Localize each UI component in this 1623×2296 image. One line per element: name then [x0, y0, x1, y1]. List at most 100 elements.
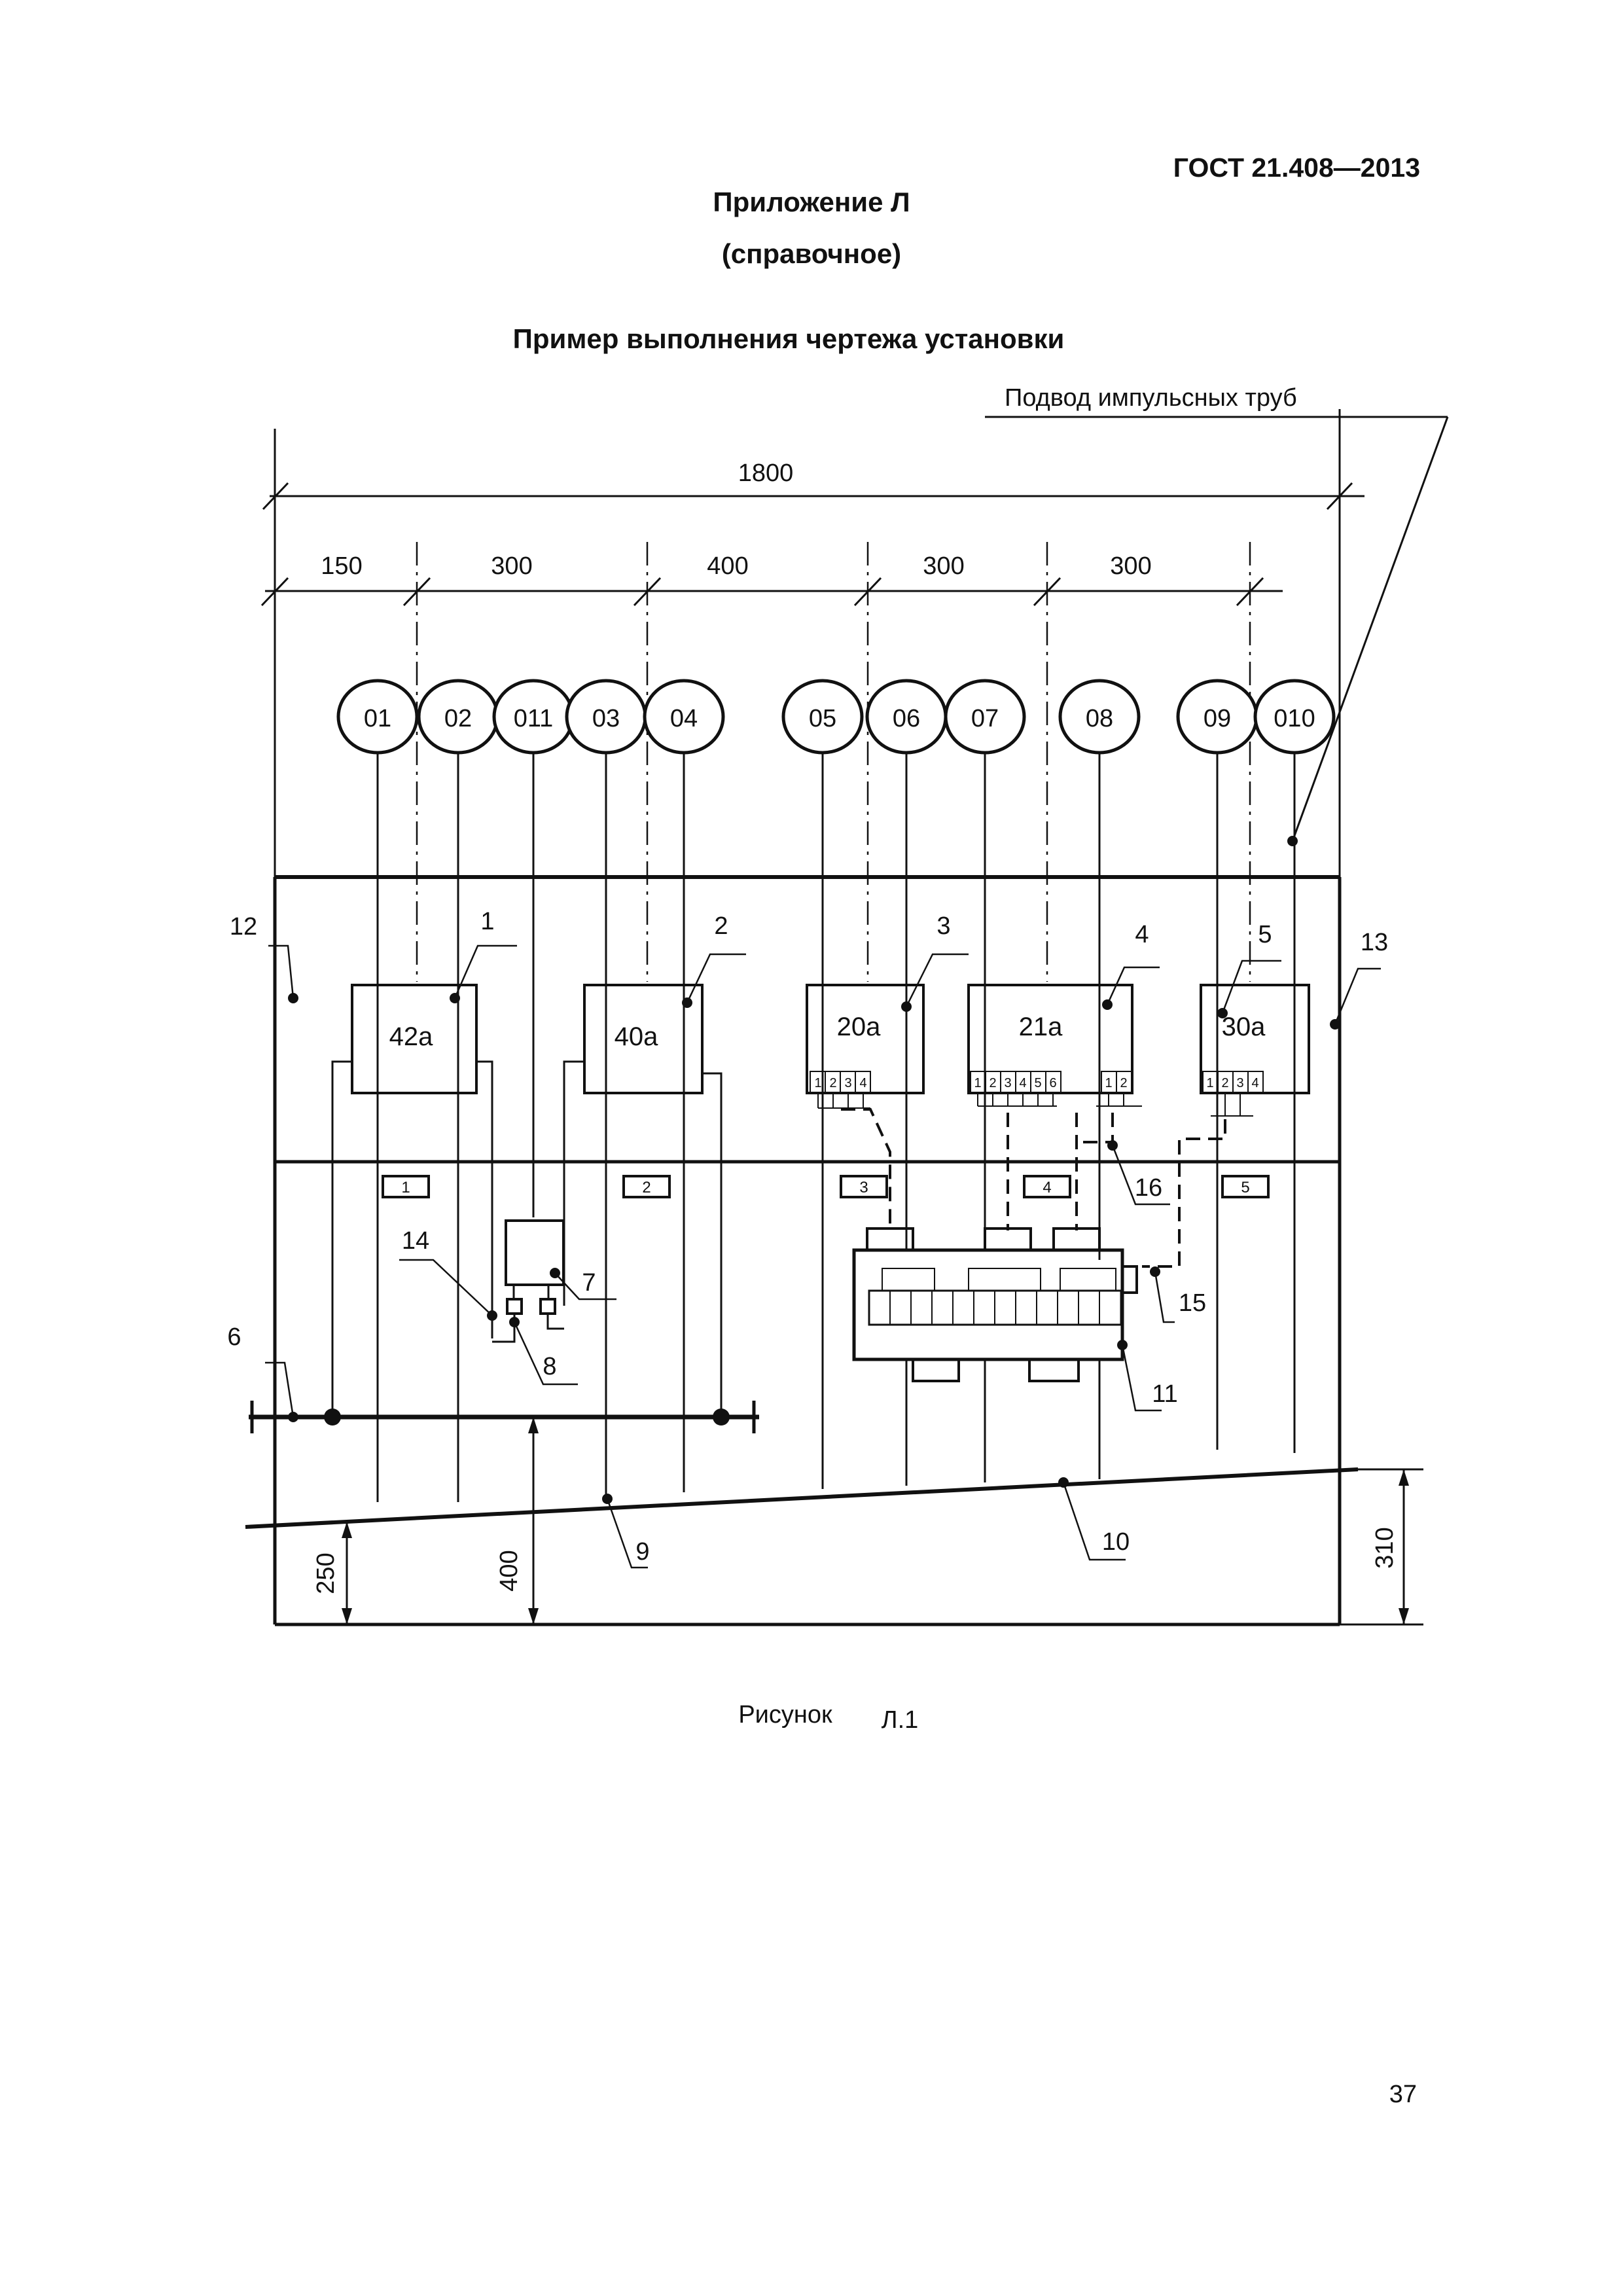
appendix-title: Приложение Л — [713, 187, 910, 217]
figure-caption-number: Л.1 — [882, 1706, 919, 1734]
callout-6: 6 — [227, 1323, 241, 1351]
impulse-tubes-note: Подвод импульсных труб — [1005, 384, 1297, 412]
pipe-tag-circles — [336, 679, 1336, 755]
terminal-number: 2 — [1120, 1076, 1127, 1090]
pipe-tag-07: 07 — [971, 705, 999, 732]
callout-13: 13 — [1361, 929, 1388, 956]
terminal-number: 1 — [974, 1076, 981, 1090]
callout-11: 11 — [1152, 1380, 1177, 1408]
ground-connections — [331, 1060, 722, 1417]
vertical-dimensions — [342, 1417, 1423, 1626]
callout-8: 8 — [543, 1353, 556, 1380]
terminal-wires — [817, 1092, 1253, 1117]
installation-drawing — [245, 409, 1449, 1626]
plate-1 — [382, 1175, 430, 1198]
center-lines — [416, 542, 1251, 982]
instrument-label-20a: 20a — [837, 1013, 881, 1041]
pipe-tag-09: 09 — [1204, 705, 1231, 732]
terminal-number: 5 — [1034, 1076, 1041, 1090]
instrument-box-40a — [583, 984, 704, 1094]
callout-1: 1 — [480, 908, 494, 935]
callout-7: 7 — [582, 1269, 596, 1297]
pipe-tag-08: 08 — [1086, 705, 1113, 732]
dimension-segment-4: 300 — [923, 552, 964, 580]
callout-dots — [288, 993, 1340, 1504]
plate-number-5: 5 — [1241, 1179, 1249, 1196]
grounding-bus — [249, 1401, 759, 1433]
dimension-segment-5: 300 — [1110, 552, 1151, 580]
terminal-number: 2 — [829, 1076, 836, 1090]
callout-16: 16 — [1135, 1174, 1162, 1202]
pipe-tag-010: 010 — [1274, 705, 1315, 732]
callout-14: 14 — [402, 1227, 429, 1255]
terminal-number: 4 — [859, 1076, 866, 1090]
dimension-1800 — [262, 482, 1364, 511]
terminal-number: 1 — [1105, 1076, 1112, 1090]
pipe-tag-06: 06 — [893, 705, 920, 732]
vertical-dimension-400: 400 — [495, 1550, 523, 1591]
dimension-segment-1: 150 — [321, 552, 362, 580]
floor-line — [245, 1467, 1359, 1529]
page-number: 37 — [1389, 2081, 1417, 2108]
plate-number-4: 4 — [1043, 1179, 1051, 1196]
dimension-segment-3: 400 — [707, 552, 748, 580]
callout-5: 5 — [1258, 921, 1272, 948]
terminal-number: 3 — [844, 1076, 851, 1090]
plate-number-1: 1 — [401, 1179, 410, 1196]
instrument-label-21a: 21a — [1019, 1013, 1063, 1041]
terminal-number: 3 — [1004, 1076, 1011, 1090]
vertical-dimension-250: 250 — [312, 1552, 340, 1594]
appendix-note: (справочное) — [722, 238, 901, 269]
callout-4: 4 — [1135, 921, 1149, 948]
instrument-labels: 42a 40a 20a 21a 30a — [389, 1013, 1266, 1051]
vertical-dimension-310: 310 — [1371, 1527, 1399, 1568]
junction-box-11 — [852, 1227, 1138, 1382]
dimension-chain — [260, 577, 1283, 607]
callout-3: 3 — [936, 912, 950, 940]
figure-caption-word: Рисунок — [738, 1701, 832, 1729]
instrument-box-42a — [351, 984, 478, 1094]
callout-15: 15 — [1179, 1289, 1206, 1317]
terminal-number: 2 — [989, 1076, 996, 1090]
dimension-total-label: 1800 — [738, 459, 794, 487]
plate-2 — [622, 1175, 671, 1198]
impulse-tubes-leader — [985, 416, 1449, 846]
pipe-tag-03: 03 — [592, 705, 620, 732]
terminal-strips — [810, 1071, 1264, 1093]
terminal-number: 3 — [1236, 1076, 1243, 1090]
terminal-number: 1 — [1206, 1076, 1213, 1090]
panel-frame — [273, 875, 1342, 1626]
instrument-label-30a: 30a — [1222, 1013, 1266, 1041]
device-7 — [492, 1219, 565, 1343]
callout-10: 10 — [1102, 1528, 1130, 1556]
callout-12: 12 — [230, 913, 257, 941]
standard-designation: ГОСТ 21.408—2013 — [1173, 152, 1420, 183]
pipe-tag-01: 01 — [364, 705, 391, 732]
plate-3 — [840, 1175, 888, 1198]
terminal-number: 6 — [1049, 1076, 1056, 1090]
dimension-segment-2: 300 — [491, 552, 532, 580]
drawing-title: Пример выполнения чертежа установки — [513, 323, 1065, 354]
callout-2: 2 — [714, 912, 728, 940]
plate-number-2: 2 — [642, 1179, 651, 1196]
terminal-number: 4 — [1019, 1076, 1026, 1090]
callout-9: 9 — [635, 1538, 649, 1566]
instrument-label-42a: 42a — [389, 1022, 433, 1051]
plate-4 — [1023, 1175, 1071, 1198]
pipe-tag-04: 04 — [670, 705, 698, 732]
terminal-number: 2 — [1221, 1076, 1228, 1090]
terminal-numbers: 1 2 3 4 1 2 3 4 5 6 1 2 1 2 3 4 — [814, 1076, 1258, 1090]
pipe-tag-02: 02 — [444, 705, 472, 732]
terminal-number: 1 — [814, 1076, 821, 1090]
instrument-label-40a: 40a — [615, 1022, 658, 1051]
callout-numbers: 1 2 3 4 5 6 7 8 9 10 11 12 13 14 15 16 — [227, 908, 1388, 1566]
terminal-number: 4 — [1251, 1076, 1258, 1090]
pipe-tag-labels: 01 02 011 03 04 05 06 07 08 09 010 — [364, 705, 1315, 732]
plate-5 — [1221, 1175, 1270, 1198]
plate-numbers: 1 2 3 4 5 — [401, 1179, 1249, 1196]
pipe-tag-011: 011 — [514, 705, 554, 732]
pipe-tag-05: 05 — [809, 705, 836, 732]
plate-number-3: 3 — [859, 1179, 868, 1196]
callout-leaders — [265, 944, 1381, 1569]
